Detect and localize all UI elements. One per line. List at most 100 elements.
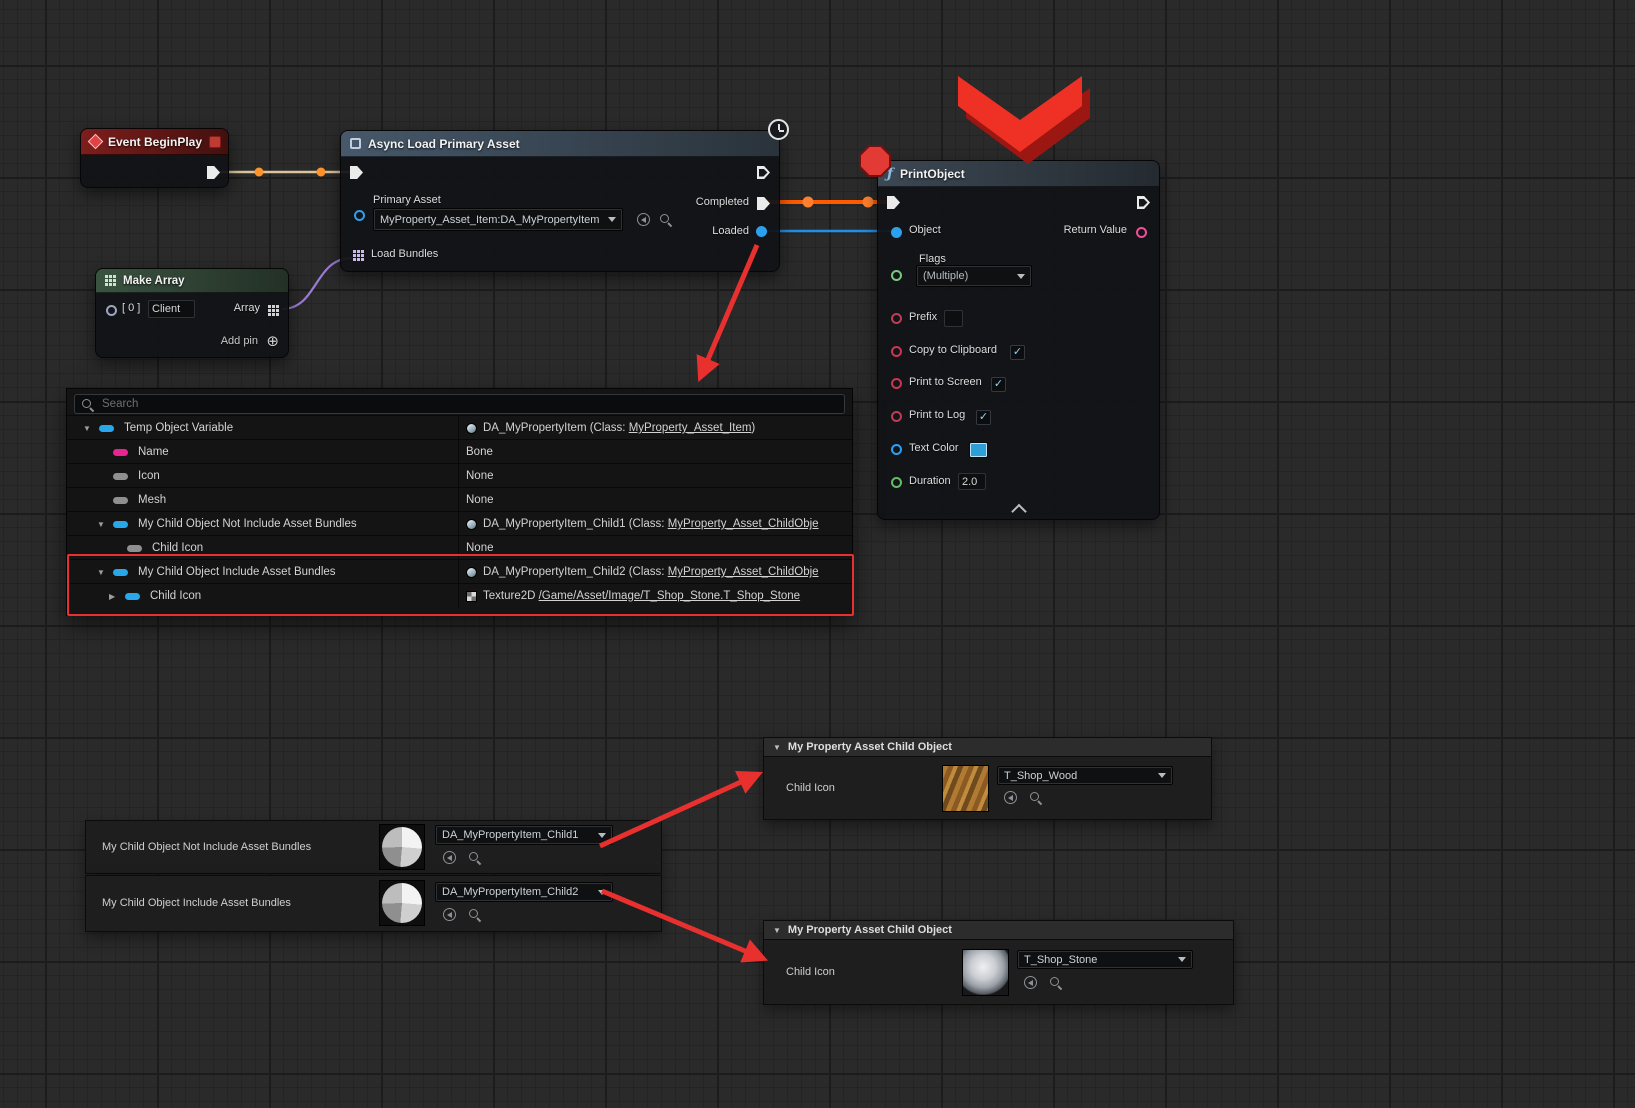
primary-asset-pin[interactable] xyxy=(354,210,365,221)
row-value: Texture2D /Game/Asset/Image/T_Shop_Stone… xyxy=(483,590,801,602)
wood-texture-thumbnail[interactable] xyxy=(942,765,989,812)
check-icon: ✓ xyxy=(993,378,1004,390)
browse-to-asset-icon[interactable] xyxy=(468,851,481,864)
expander-icon[interactable]: ▼ xyxy=(97,567,105,577)
child-object-row-1[interactable]: My Child Object Not Include Asset Bundle… xyxy=(85,820,662,874)
use-selected-asset-icon[interactable] xyxy=(443,908,456,921)
search-box[interactable] xyxy=(74,394,845,414)
browse-to-asset-icon[interactable] xyxy=(1029,791,1042,804)
search-input[interactable] xyxy=(100,397,838,411)
data-asset-thumbnail[interactable] xyxy=(379,880,425,926)
watch-row[interactable]: ▼ My Child Object Include Asset Bundles … xyxy=(67,559,852,584)
flags-dropdown[interactable]: (Multiple) xyxy=(916,265,1032,287)
duration-pin[interactable] xyxy=(891,477,902,488)
child-object-row-2[interactable]: My Child Object Include Asset Bundles DA… xyxy=(85,875,662,932)
use-selected-asset-icon[interactable] xyxy=(1004,791,1017,804)
watch-row[interactable]: Mesh None xyxy=(67,487,852,512)
collapse-arrow-icon[interactable]: ▼ xyxy=(773,742,781,752)
child-icon-asset-dropdown[interactable]: T_Shop_Wood xyxy=(997,766,1173,785)
soft-object-pill-icon xyxy=(127,544,142,552)
collapse-advanced-icon[interactable] xyxy=(1010,503,1027,520)
browse-to-asset-icon[interactable] xyxy=(468,908,481,921)
object-pin-pill-icon xyxy=(113,568,128,576)
array-element-input[interactable] xyxy=(148,300,195,318)
load-bundles-array-pin[interactable] xyxy=(353,250,364,261)
watch-row[interactable]: Name Bone xyxy=(67,439,852,464)
watch-row[interactable]: Icon None xyxy=(67,463,852,488)
child-object-details-panel-stone[interactable]: ▼ My Property Asset Child Object Child I… xyxy=(763,920,1234,1005)
expander-icon[interactable]: ▼ xyxy=(83,423,91,433)
exec-in-pin[interactable] xyxy=(887,196,900,209)
async-node-header[interactable]: Async Load Primary Asset xyxy=(341,131,779,157)
property-label: My Child Object Include Asset Bundles xyxy=(102,897,291,909)
text-color-swatch[interactable] xyxy=(969,442,988,458)
array-output-pin[interactable] xyxy=(268,305,279,316)
details-header[interactable]: ▼ My Property Asset Child Object xyxy=(764,738,1211,757)
use-selected-asset-icon[interactable] xyxy=(637,213,650,226)
print-object-node[interactable]: ƒ PrintObject Object Return Value Flags … xyxy=(877,160,1160,520)
return-value-pin[interactable] xyxy=(1136,227,1147,238)
data-asset-thumbnail[interactable] xyxy=(379,824,425,870)
flags-pin[interactable] xyxy=(891,270,902,281)
details-header[interactable]: ▼ My Property Asset Child Object xyxy=(764,921,1233,940)
exec-pulse-dot xyxy=(316,167,326,177)
stone-texture-thumbnail[interactable] xyxy=(962,949,1009,996)
print-to-log-pin[interactable] xyxy=(891,411,902,422)
collapse-arrow-icon[interactable]: ▼ xyxy=(773,925,781,935)
copy-to-clipboard-checkbox[interactable]: ✓ xyxy=(1010,345,1025,360)
exec-then-pin[interactable] xyxy=(757,166,770,179)
browse-to-asset-icon[interactable] xyxy=(1049,976,1062,989)
name-pin-pill-icon xyxy=(113,448,128,456)
array-element-pin[interactable] xyxy=(106,305,117,316)
check-icon: ✓ xyxy=(978,411,989,423)
row-value: DA_MyPropertyItem_Child1 (Class: MyPrope… xyxy=(483,518,819,530)
exec-out-pin[interactable] xyxy=(1137,196,1150,209)
property-watch-panel[interactable]: ▼ Temp Object Variable DA_MyPropertyItem… xyxy=(66,388,853,616)
data-asset-pie-icon xyxy=(382,827,422,867)
watch-row[interactable]: ▼ My Child Object Not Include Asset Bund… xyxy=(67,511,852,536)
watch-row[interactable]: Child Icon None xyxy=(67,535,852,560)
primary-asset-dropdown[interactable]: MyProperty_Asset_Item:DA_MyPropertyItem xyxy=(373,208,623,231)
use-selected-asset-icon[interactable] xyxy=(1024,976,1037,989)
print-to-log-checkbox[interactable]: ✓ xyxy=(976,410,991,425)
exec-pulse-dot xyxy=(862,196,874,208)
duration-input[interactable] xyxy=(958,473,986,490)
add-pin-icon[interactable]: ⊕ xyxy=(266,333,279,350)
watch-row[interactable]: ▼ Temp Object Variable DA_MyPropertyItem… xyxy=(67,415,852,440)
loaded-object-pin[interactable] xyxy=(756,226,767,237)
object-pin-pill-icon xyxy=(99,424,114,432)
object-pin[interactable] xyxy=(891,227,902,238)
watch-row[interactable]: ▶ Child Icon Texture2D /Game/Asset/Image… xyxy=(67,583,852,608)
event-beginplay-node[interactable]: Event BeginPlay xyxy=(80,128,229,188)
expander-icon[interactable]: ▼ xyxy=(97,519,105,529)
use-selected-asset-icon[interactable] xyxy=(443,851,456,864)
copy-to-clipboard-pin[interactable] xyxy=(891,346,902,357)
expander-icon[interactable]: ▶ xyxy=(109,591,116,601)
asset-value: T_Shop_Stone xyxy=(1024,953,1098,966)
chevron-down-icon xyxy=(1158,773,1166,778)
child-object-details-panel-wood[interactable]: ▼ My Property Asset Child Object Child I… xyxy=(763,737,1212,820)
print-to-screen-pin[interactable] xyxy=(891,378,902,389)
print-node-header[interactable]: ƒ PrintObject xyxy=(878,161,1159,187)
array-index-label: [ 0 ] xyxy=(122,302,141,314)
completed-exec-pin[interactable] xyxy=(757,197,770,210)
child-object-dropdown[interactable]: DA_MyPropertyItem_Child1 xyxy=(435,825,613,845)
node-title: PrintObject xyxy=(900,166,965,181)
row-label: Child Icon xyxy=(152,542,204,554)
text-color-pin[interactable] xyxy=(891,444,902,455)
prefix-input[interactable] xyxy=(944,310,963,327)
exec-in-pin[interactable] xyxy=(350,166,363,179)
child-object-dropdown[interactable]: DA_MyPropertyItem_Child2 xyxy=(435,882,613,902)
print-to-screen-checkbox[interactable]: ✓ xyxy=(991,377,1006,392)
prefix-pin[interactable] xyxy=(891,313,902,324)
child-icon-asset-dropdown[interactable]: T_Shop_Stone xyxy=(1017,950,1193,969)
async-load-primary-asset-node[interactable]: Async Load Primary Asset Completed Loade… xyxy=(340,119,789,272)
browse-to-asset-icon[interactable] xyxy=(659,213,672,226)
exec-out-pin[interactable] xyxy=(207,166,220,179)
make-array-header[interactable]: Make Array xyxy=(96,269,288,293)
make-array-node[interactable]: Make Array [ 0 ] Array Add pin ⊕ xyxy=(95,268,289,358)
node-title: Event BeginPlay xyxy=(108,134,203,149)
event-node-header[interactable]: Event BeginPlay xyxy=(81,129,228,155)
object-pin-pill-icon xyxy=(125,592,140,600)
